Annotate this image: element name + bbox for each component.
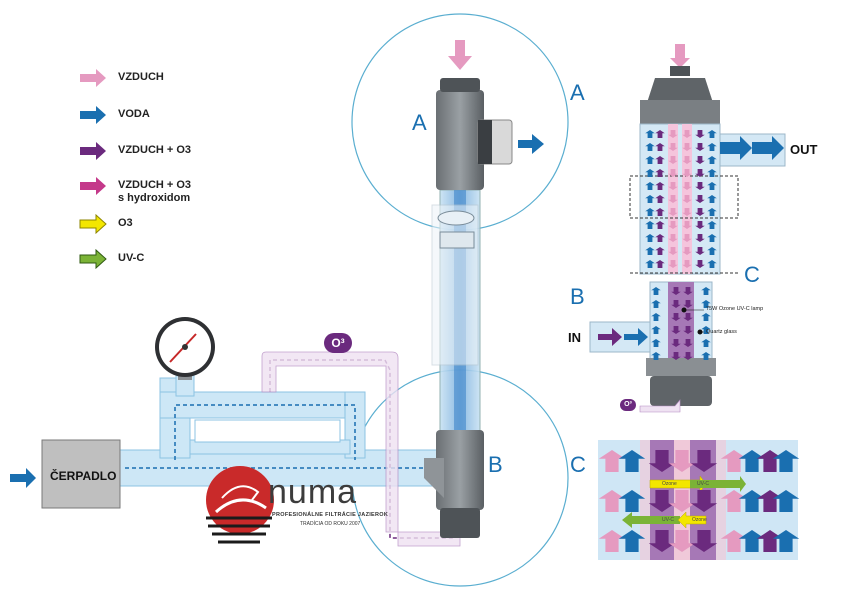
logo-name: numa <box>268 473 358 511</box>
legend-item-air-o3: VZDUCH + O3 <box>78 141 191 161</box>
detail-b-label: B <box>570 284 585 309</box>
legend-arrow-air-o3-hydroxide-icon <box>80 177 106 195</box>
inlet-arrow <box>10 468 36 488</box>
legend-item-o3: O3 <box>78 214 133 234</box>
detail-a-label: A <box>570 80 585 105</box>
air-inlet-arrow <box>448 40 472 70</box>
legend-item-uvc: UV-C <box>78 249 144 269</box>
detail-bottom-unit <box>589 281 716 413</box>
pump-box <box>41 439 121 509</box>
c-ozone-tag-1: Ozone <box>662 481 677 487</box>
detail-c-label-2: C <box>570 452 586 477</box>
water-outlet-arrow <box>518 134 544 154</box>
ozone-badge: O³ <box>324 333 352 353</box>
c-uvc-tag-1: UV-C <box>697 481 709 487</box>
c-uvc-tag-2: UV-C <box>662 517 674 523</box>
legend-item-water: VODA <box>78 105 150 125</box>
sterilizer-unit <box>424 78 513 538</box>
legend-item-air: VZDUCH <box>78 68 164 88</box>
out-label: OUT <box>790 142 818 157</box>
lamp-label: 75W Ozone UV-C lamp <box>706 306 764 312</box>
logo-subtitle: PROFESIONÁLNE FILTRÁCIE JAZIEROK <box>272 512 389 518</box>
legend-label-water: VODA <box>118 108 150 120</box>
legend-label-air-o3: VZDUCH + O3 <box>118 144 192 156</box>
logo-tagline: TRADÍCIA OD ROKU 2007 <box>300 521 361 527</box>
legend-arrow-water-icon <box>80 106 106 124</box>
in-label: IN <box>568 330 581 345</box>
circle-b-label: B <box>488 452 503 477</box>
legend-label-uvc: UV-C <box>118 252 145 264</box>
detail-top-unit <box>629 44 786 275</box>
legend-arrow-air-o3-icon <box>80 142 106 160</box>
numa-logo-mark <box>206 466 274 544</box>
legend-label-air: VZDUCH <box>118 71 164 83</box>
pressure-gauge <box>155 317 215 380</box>
detail-c-label-1: C <box>744 262 760 287</box>
legend-arrow-o3-icon <box>79 214 107 234</box>
legend-arrow-air-icon <box>80 69 106 87</box>
circle-a-label: A <box>412 110 427 135</box>
glass-label: Quartz glass <box>706 329 737 335</box>
legend-arrow-uvc-icon <box>79 249 107 269</box>
c-ozone-tag-2: Ozone <box>692 517 707 523</box>
detail-c-panel <box>598 440 798 560</box>
pump-label: ČERPADLO <box>50 469 117 483</box>
legend-label-o3: O3 <box>118 217 133 229</box>
legend-item-air-o3-hydroxide: VZDUCH + O3 s hydroxidom <box>78 176 191 205</box>
pipe-loop-gap <box>194 419 341 443</box>
ozone-badge-small: O³ <box>620 399 636 411</box>
legend-label-air-o3-hydroxide: VZDUCH + O3 s hydroxidom <box>118 179 192 204</box>
